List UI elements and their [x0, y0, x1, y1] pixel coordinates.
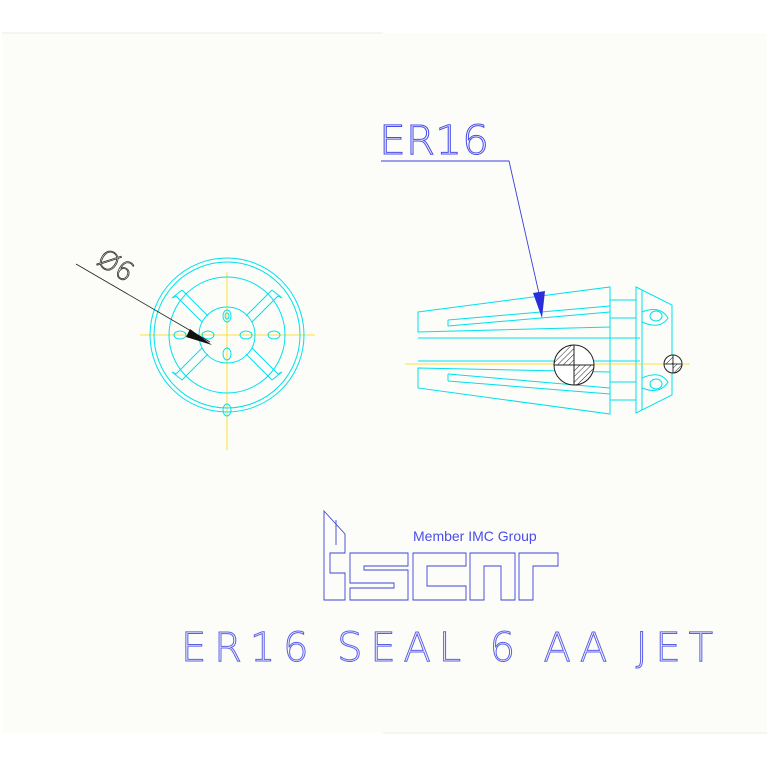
part-title: ER16 SEAL 6 AA JET — [181, 625, 713, 671]
callout-label: ER16 — [379, 118, 489, 164]
collet-end-view — [140, 257, 315, 450]
collet-outer-circle — [149, 257, 305, 413]
collet-side-view — [417, 286, 673, 415]
section-marker-small — [663, 354, 683, 374]
logo-member-text: Member IMC Group — [413, 528, 537, 544]
logo-mark-i — [323, 509, 346, 601]
callout-leader — [381, 160, 545, 318]
iscar-logo — [323, 509, 559, 601]
collet-bore-circle — [198, 306, 256, 364]
paper-background — [2, 32, 767, 734]
section-marker-large — [553, 344, 595, 386]
diameter-leader — [75, 263, 212, 345]
